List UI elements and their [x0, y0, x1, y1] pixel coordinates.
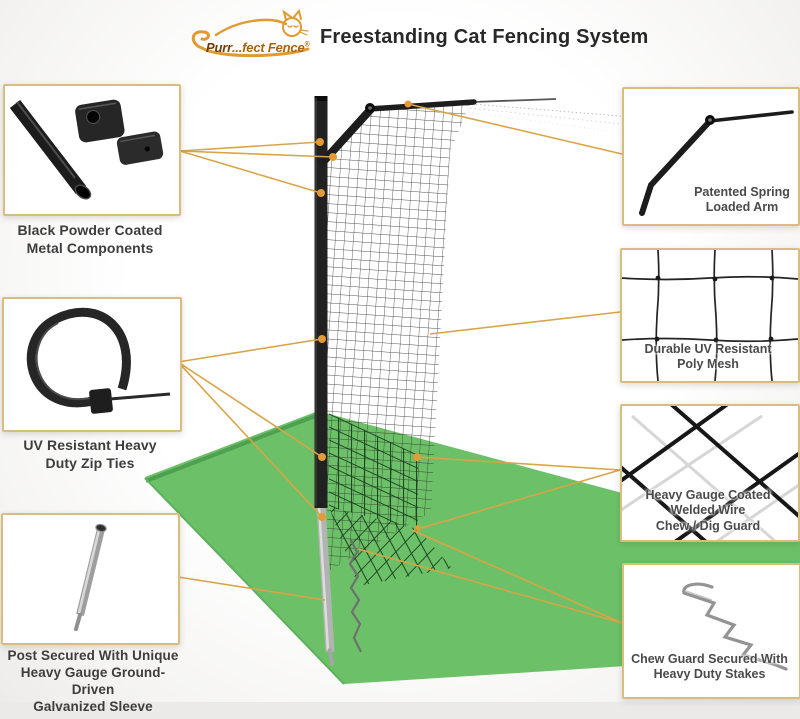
label-line: Heavy Gauge Coated [645, 488, 771, 502]
callout-panel-spring-arm [622, 87, 800, 226]
callout-panel-metal-components [3, 84, 181, 216]
stake-illustration [682, 582, 788, 671]
callout-connector-lines [177, 103, 623, 624]
label-line: Chew Guard Secured With [631, 652, 788, 666]
cat-logo-icon [191, 8, 310, 58]
scene-stake [348, 539, 362, 653]
label-line: Patented Spring [694, 185, 790, 199]
dig-guard-illustration [622, 406, 798, 540]
label-stakes: Chew Guard Secured With Heavy Duty Stake… [626, 652, 793, 683]
label-dig-guard: Heavy Gauge Coated Welded Wire Chew / Di… [624, 488, 792, 534]
metal-components-illustration [9, 99, 164, 200]
caption-line: Black Powder Coated [17, 222, 163, 238]
label-line: Loaded Arm [705, 200, 779, 215]
spring-loaded-arm [318, 98, 557, 167]
label-line: Poly Mesh [677, 357, 739, 372]
label-poly-mesh: Durable UV Resistant Poly Mesh [624, 342, 792, 373]
fence-post [314, 96, 328, 508]
callout-panel-poly-mesh [620, 248, 800, 383]
label-line: Chew / Dig Guard [655, 518, 761, 533]
caption-line: Metal Components [26, 239, 154, 256]
header: Purr...fect Fence® Freestanding Cat Fenc… [188, 8, 649, 66]
galvanized-sleeve-illustration [74, 523, 107, 631]
caption-zip-ties: UV Resistant Heavy Duty Zip Ties [0, 437, 180, 472]
caption-line: Duty Zip Ties [45, 454, 135, 471]
caption-line: UV Resistant Heavy [23, 437, 157, 453]
page-title: Freestanding Cat Fencing System [320, 25, 649, 48]
callout-panel-zip-ties [2, 297, 182, 432]
logo-wordmark: Purr...fect Fence® [206, 40, 310, 55]
caption-line: Galvanized Sleeve [33, 698, 153, 714]
caption-metal-components: Black Powder Coated Metal Components [0, 222, 180, 257]
label-line: Heavy Duty Stakes [653, 667, 766, 682]
label-line: Welded Wire [670, 503, 746, 518]
logo-word-rest: ...fect Fence [231, 40, 305, 55]
caption-line: Post Secured With Unique [7, 648, 179, 663]
callout-panel-stakes [622, 563, 800, 699]
label-line: Durable UV Resistant [644, 342, 772, 356]
net-fade-extension [467, 103, 633, 132]
caption-line: Heavy Gauge Ground-Driven [20, 664, 166, 697]
logo-word-purr: Purr [206, 40, 232, 55]
page-bottom-margin [0, 702, 800, 719]
purrfect-fence-logo: Purr...fect Fence® [188, 8, 314, 66]
zip-tie-illustration [26, 307, 171, 414]
spring-arm-illustration [639, 110, 794, 216]
label-spring-arm: Patented Spring Loaded Arm [692, 185, 792, 216]
callout-panel-galvanized-sleeve [1, 513, 180, 645]
poly-mesh-illustration [622, 250, 798, 381]
caption-galvanized-sleeve: Post Secured With Unique Heavy Gauge Gro… [0, 648, 186, 716]
connection-dots [316, 100, 421, 531]
registered-mark: ® [304, 41, 310, 49]
callout-panel-dig-guard [620, 404, 800, 542]
ground-sleeve [316, 505, 335, 666]
